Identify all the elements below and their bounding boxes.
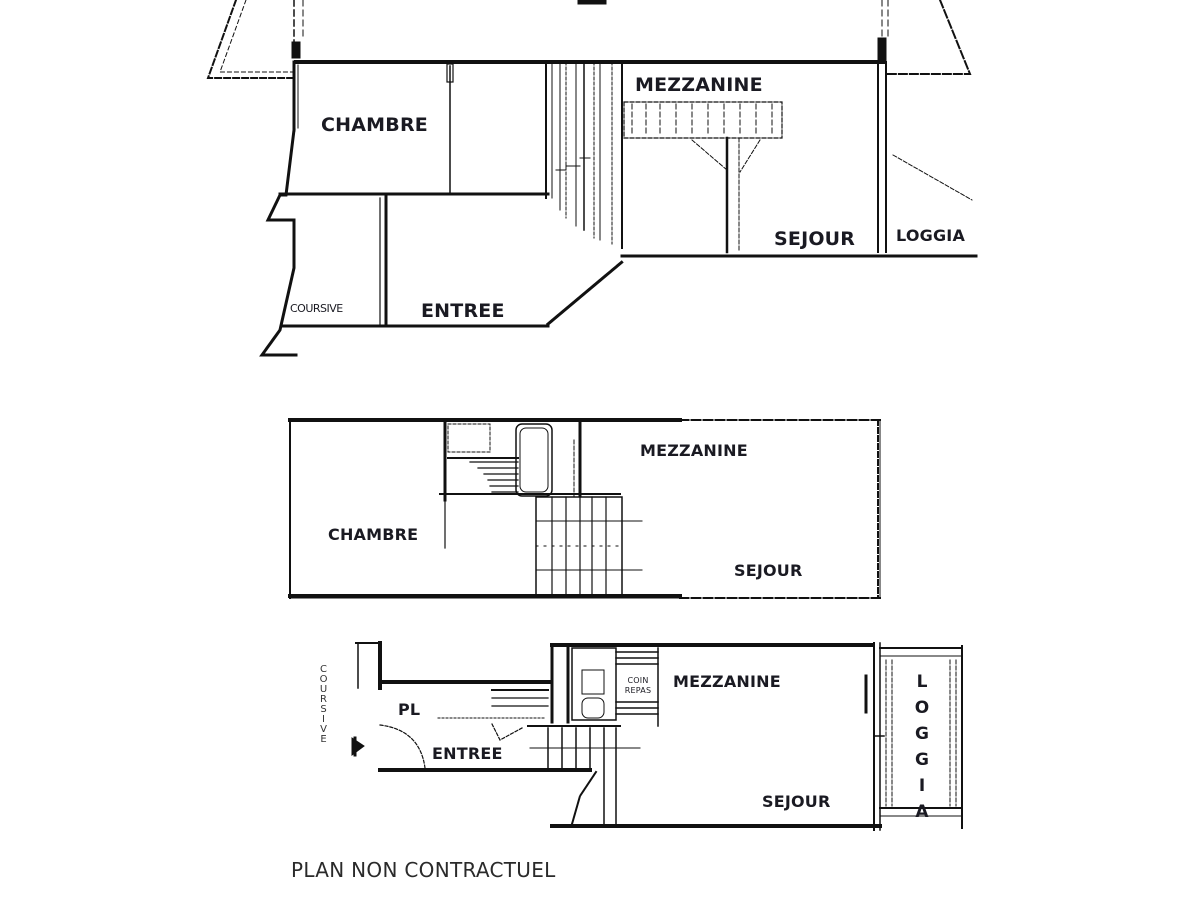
- room-label-coursive: COURSIVE: [290, 302, 343, 315]
- disclaimer-text: PLAN NON CONTRACTUEL: [291, 858, 556, 882]
- room-label-sejour: SEJOUR: [734, 561, 803, 580]
- room-label-mezzanine: MEZZANINE: [635, 74, 763, 96]
- room-label-pl: PL: [398, 700, 421, 719]
- plan-3-walls: [351, 641, 963, 831]
- room-label-sejour: SEJOUR: [762, 792, 831, 811]
- plan-2-walls: [288, 418, 881, 599]
- room-label-loggia: LOGGIA: [912, 672, 932, 828]
- room-label-loggia: LOGGIA: [896, 226, 966, 245]
- plan-1-walls: [206, 0, 978, 357]
- room-label-entree: ENTREE: [432, 744, 503, 763]
- room-label-mezzanine: MEZZANINE: [673, 672, 781, 691]
- room-label-chambre: CHAMBRE: [321, 114, 428, 136]
- room-label-coin-repas: COIN REPAS: [624, 676, 652, 695]
- room-label-mezzanine: MEZZANINE: [640, 441, 748, 460]
- room-label-coursive: COURSIVE: [318, 664, 329, 744]
- room-label-sejour: SEJOUR: [774, 228, 856, 250]
- room-label-entree: ENTREE: [421, 300, 505, 322]
- room-label-chambre: CHAMBRE: [328, 525, 419, 544]
